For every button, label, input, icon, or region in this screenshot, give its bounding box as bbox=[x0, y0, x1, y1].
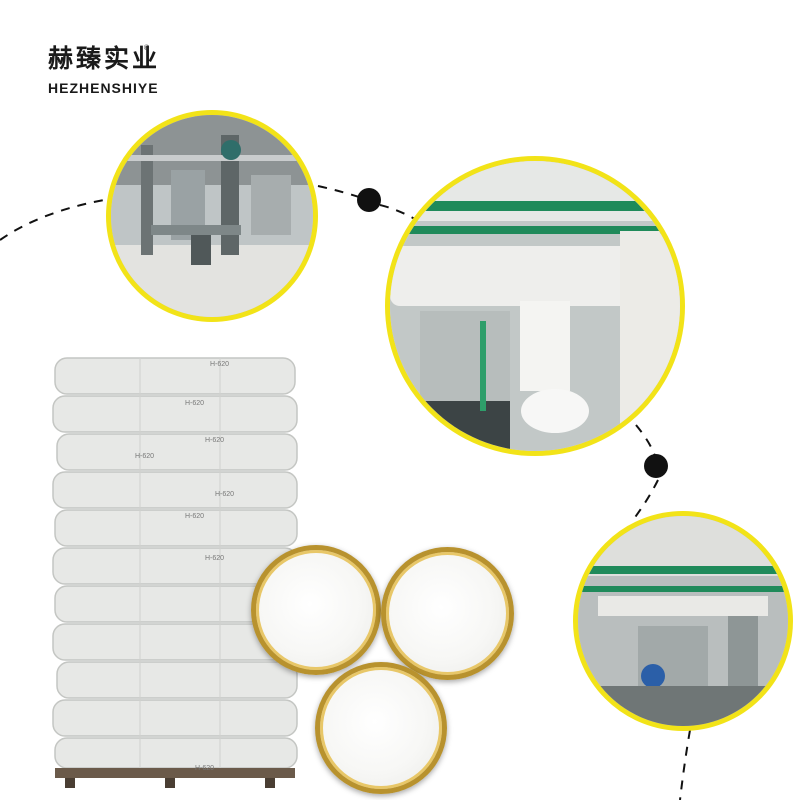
bag-label: H-620 bbox=[205, 437, 224, 444]
connector-dot-1 bbox=[357, 188, 381, 212]
production-line-photo bbox=[573, 511, 793, 731]
factory-reactor-photo bbox=[106, 110, 318, 322]
bag-label: H-620 bbox=[185, 513, 204, 520]
connector-dot-2 bbox=[644, 454, 668, 478]
logo-chinese-name: 赫臻实业 bbox=[48, 44, 161, 73]
powder-discharge-photo bbox=[385, 156, 685, 456]
powder-bowl-1 bbox=[251, 545, 381, 675]
bag-label: H-620 bbox=[205, 555, 224, 562]
bag-label: H-620 bbox=[195, 765, 214, 772]
powder-bowl-3 bbox=[315, 662, 447, 794]
powder-bowl-2 bbox=[381, 547, 514, 680]
logo-english-name: HEZHENSHIYE bbox=[48, 80, 159, 96]
bag-pallet-image: H-620 H-620 H-620 H-620 H-620 H-620 H-62… bbox=[45, 350, 305, 790]
bag-label: H-620 bbox=[210, 361, 229, 368]
bag-label: H-620 bbox=[215, 491, 234, 498]
bag-label: H-620 bbox=[185, 400, 204, 407]
bag-label: H-620 bbox=[135, 453, 154, 460]
registered-mark: ® bbox=[143, 44, 150, 52]
